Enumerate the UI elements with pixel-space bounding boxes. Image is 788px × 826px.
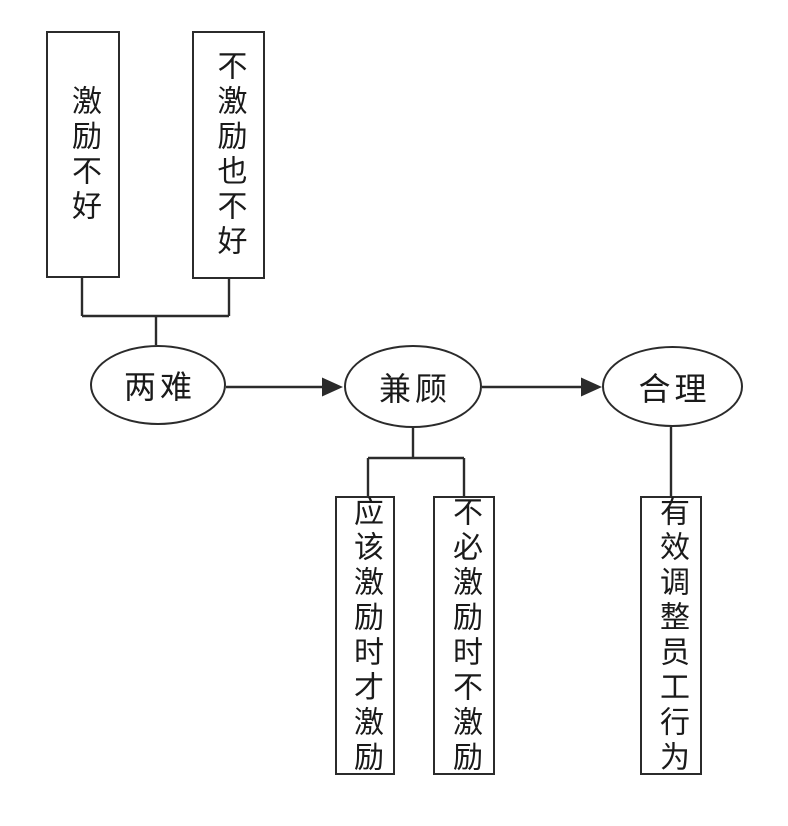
box-incentivize-only-when-needed-label: 应该激励时才激励 [348,495,383,776]
box-no-incentive-when-unnecessary-label: 不必激励时不激励 [447,495,482,776]
box-effectively-adjust-employee-behavior: 有效调整员工行为 [640,495,702,776]
box-incentive-not-good: 激励不好 [46,31,120,278]
box-incentivize-only-when-needed: 应该激励时才激励 [335,495,395,776]
box-no-incentive-when-unnecessary: 不必激励时不激励 [433,495,495,776]
ellipse-dilemma: 两难 [90,345,226,425]
ellipse-balance: 兼顾 [344,345,482,428]
arrow-balance-to-reasonable [482,377,602,397]
ellipse-reasonable: 合理 [602,346,743,427]
connector-balance-to-bottom-boxes [366,428,466,496]
arrow-dilemma-to-balance [226,377,343,397]
ellipse-dilemma-label: 两难 [123,368,196,406]
connector-top-boxes-to-dilemma [80,278,231,345]
ellipse-reasonable-label: 合理 [638,369,711,408]
ellipse-balance-label: 兼顾 [378,369,451,408]
box-no-incentive-also-not-good-label: 不激励也不好 [211,50,247,260]
box-no-incentive-also-not-good: 不激励也不好 [192,31,265,279]
box-effectively-adjust-employee-behavior-label: 有效调整员工行为 [654,495,689,776]
box-incentive-not-good-label: 激励不好 [66,84,101,225]
